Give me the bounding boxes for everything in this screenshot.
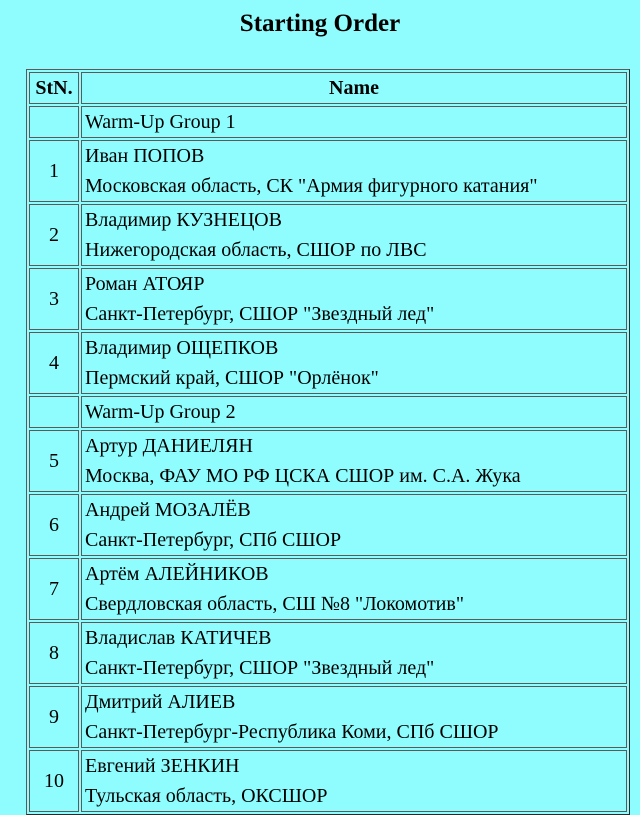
table-row: 1 Иван ПОПОВ Московская область, СК "Арм… xyxy=(29,140,627,202)
start-number: 6 xyxy=(29,494,79,556)
skater-cell: Артём АЛЕЙНИКОВ Свердловская область, СШ… xyxy=(81,558,627,620)
start-number: 7 xyxy=(29,558,79,620)
table-row: 4 Владимир ОЩЕПКОВ Пермский край, СШОР "… xyxy=(29,332,627,394)
skater-club: Санкт-Петербург, СШОР "Звездный лед" xyxy=(85,657,435,679)
start-number: 9 xyxy=(29,686,79,748)
start-number: 4 xyxy=(29,332,79,394)
skater-cell: Дмитрий АЛИЕВ Санкт-Петербург-Республика… xyxy=(81,686,627,748)
skater-club: Нижегородская область, СШОР по ЛВС xyxy=(85,239,427,261)
skater-name: Иван ПОПОВ xyxy=(85,145,205,167)
skater-club: Санкт-Петербург, СПб СШОР xyxy=(85,529,342,551)
table-row: 3 Роман АТОЯР Санкт-Петербург, СШОР "Зве… xyxy=(29,268,627,330)
start-number: 3 xyxy=(29,268,79,330)
skater-club: Пермский край, СШОР "Орлёнок" xyxy=(85,367,379,389)
skater-club: Санкт-Петербург-Республика Коми, СПб СШО… xyxy=(85,721,499,743)
table-row: 10 Евгений ЗЕНКИН Тульская область, ОКСШ… xyxy=(29,750,627,812)
table-row: 5 Артур ДАНИЕЛЯН Москва, ФАУ МО РФ ЦСКА … xyxy=(29,430,627,492)
table-row: 7 Артём АЛЕЙНИКОВ Свердловская область, … xyxy=(29,558,627,620)
page-title: Starting Order xyxy=(239,10,401,37)
table-row: 6 Андрей МОЗАЛЁВ Санкт-Петербург, СПб СШ… xyxy=(29,494,627,556)
skater-club: Тульская область, ОКСШОР xyxy=(85,785,328,807)
skater-cell: Андрей МОЗАЛЁВ Санкт-Петербург, СПб СШОР xyxy=(81,494,627,556)
warmup-group-label: Warm-Up Group 1 xyxy=(81,106,627,138)
skater-name: Владислав КАТИЧЕВ xyxy=(85,627,272,649)
skater-cell: Евгений ЗЕНКИН Тульская область, ОКСШОР xyxy=(81,750,627,812)
column-header-name: Name xyxy=(81,72,627,104)
skater-cell: Владимир КУЗНЕЦОВ Нижегородская область,… xyxy=(81,204,627,266)
start-number: 8 xyxy=(29,622,79,684)
skater-club: Московская область, СК "Армия фигурного … xyxy=(85,175,538,197)
start-number: 1 xyxy=(29,140,79,202)
skater-name: Андрей МОЗАЛЁВ xyxy=(85,499,251,521)
start-number: 2 xyxy=(29,204,79,266)
skater-cell: Артур ДАНИЕЛЯН Москва, ФАУ МО РФ ЦСКА СШ… xyxy=(81,430,627,492)
skater-name: Дмитрий АЛИЕВ xyxy=(85,691,236,713)
stn-cell xyxy=(29,106,79,138)
skater-name: Евгений ЗЕНКИН xyxy=(85,755,240,777)
skater-cell: Владислав КАТИЧЕВ Санкт-Петербург, СШОР … xyxy=(81,622,627,684)
warmup-group-label: Warm-Up Group 2 xyxy=(81,396,627,428)
skater-cell: Владимир ОЩЕПКОВ Пермский край, СШОР "Ор… xyxy=(81,332,627,394)
skater-club: Санкт-Петербург, СШОР "Звездный лед" xyxy=(85,303,435,325)
starting-order-table: StN. Name Warm-Up Group 1 1 Иван ПОПОВ М… xyxy=(26,69,630,815)
start-number: 5 xyxy=(29,430,79,492)
skater-name: Владимир ОЩЕПКОВ xyxy=(85,337,279,359)
stn-cell xyxy=(29,396,79,428)
skater-club: Свердловская область, СШ №8 "Локомотив" xyxy=(85,593,464,615)
warmup-group-row: Warm-Up Group 2 xyxy=(29,396,627,428)
table-row: 8 Владислав КАТИЧЕВ Санкт-Петербург, СШО… xyxy=(29,622,627,684)
table-header-row: StN. Name xyxy=(29,72,627,104)
skater-cell: Роман АТОЯР Санкт-Петербург, СШОР "Звезд… xyxy=(81,268,627,330)
skater-name: Артур ДАНИЕЛЯН xyxy=(85,435,253,457)
skater-name: Роман АТОЯР xyxy=(85,273,205,295)
start-number: 10 xyxy=(29,750,79,812)
table-row: 2 Владимир КУЗНЕЦОВ Нижегородская област… xyxy=(29,204,627,266)
skater-name: Артём АЛЕЙНИКОВ xyxy=(85,563,269,585)
warmup-group-row: Warm-Up Group 1 xyxy=(29,106,627,138)
skater-cell: Иван ПОПОВ Московская область, СК "Армия… xyxy=(81,140,627,202)
skater-club: Москва, ФАУ МО РФ ЦСКА СШОР им. С.А. Жук… xyxy=(85,465,521,487)
column-header-stn: StN. xyxy=(29,72,79,104)
table-row: 9 Дмитрий АЛИЕВ Санкт-Петербург-Республи… xyxy=(29,686,627,748)
skater-name: Владимир КУЗНЕЦОВ xyxy=(85,209,282,231)
